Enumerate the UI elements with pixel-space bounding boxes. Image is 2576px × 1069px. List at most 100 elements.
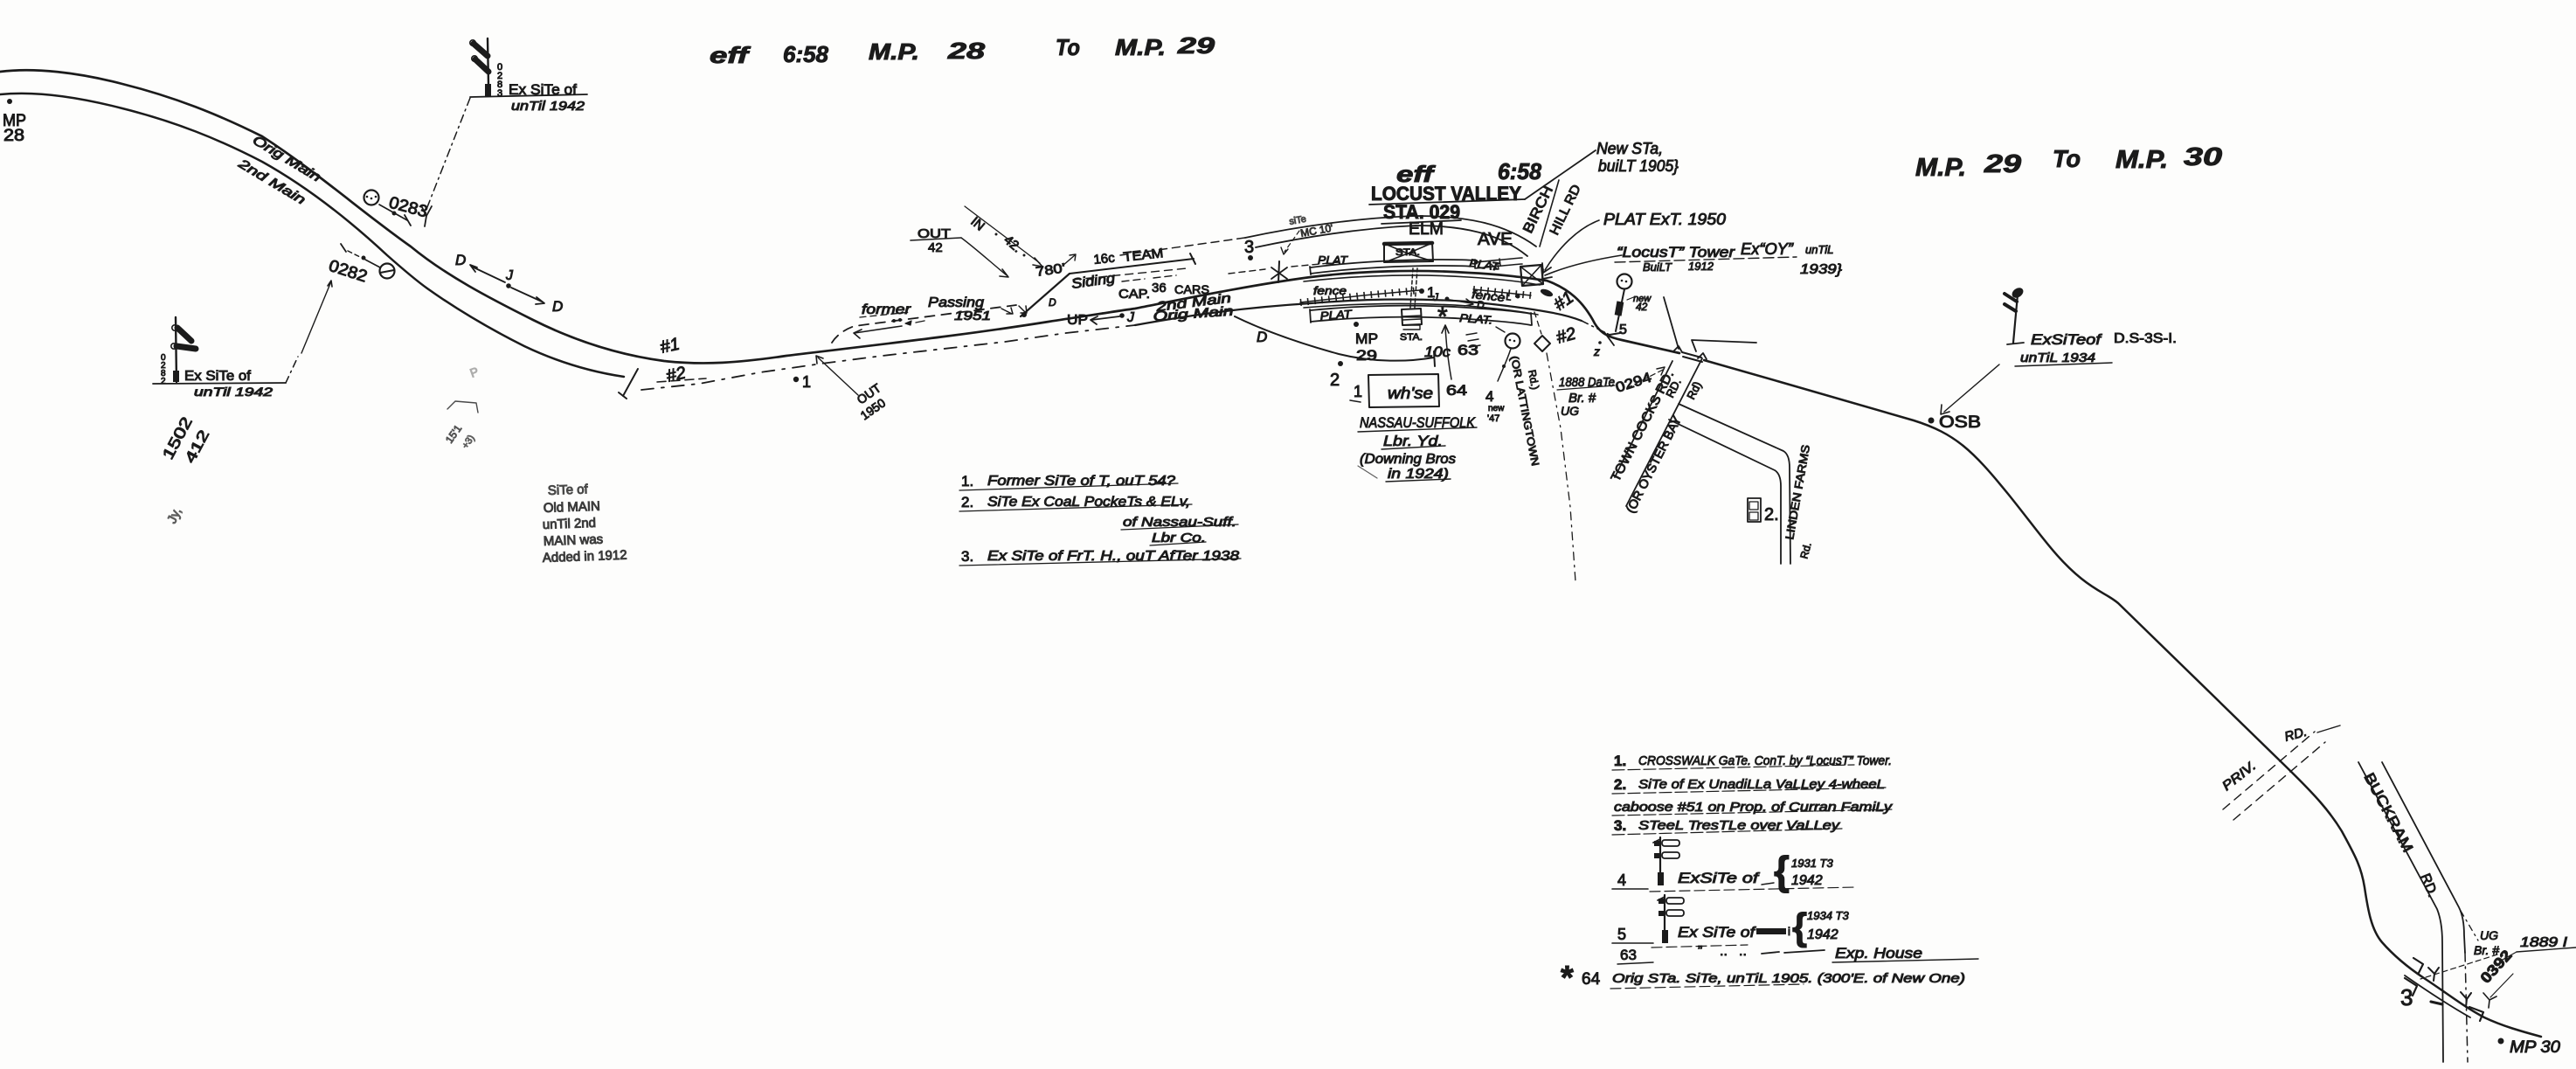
svg-text:3.: 3. — [961, 548, 973, 565]
svg-text:STA.: STA. — [1400, 332, 1423, 343]
svg-text:0283: 0283 — [497, 62, 502, 99]
svg-text:Lbr. Yd.: Lbr. Yd. — [1383, 433, 1443, 449]
svg-text:30: 30 — [2184, 143, 2222, 171]
svg-text:1: 1 — [1354, 383, 1362, 400]
svg-text:PLAT: PLAT — [1318, 253, 1348, 267]
svg-text:D: D — [552, 298, 563, 315]
svg-text:unTil 2nd: unTil 2nd — [543, 516, 597, 532]
svg-text:AVE: AVE — [1478, 230, 1513, 249]
svg-text:1942: 1942 — [1791, 873, 1823, 888]
svg-text:16c: 16c — [1093, 250, 1116, 267]
svg-text:1951: 1951 — [954, 309, 991, 323]
svg-text:unTiL: unTiL — [1805, 243, 1833, 256]
svg-text:fence: fence — [1313, 284, 1347, 297]
svg-text:#2: #2 — [664, 364, 687, 386]
svg-text:z: z — [1593, 344, 1600, 358]
svg-text:CAP.: CAP. — [1118, 287, 1150, 302]
svg-text:MP: MP — [3, 112, 26, 130]
svg-text:D: D — [455, 252, 466, 268]
svg-text:STeeL TresTLe over VaLLey: STeeL TresTLe over VaLLey — [1638, 818, 1841, 833]
svg-text:29: 29 — [1177, 32, 1215, 59]
svg-text:63: 63 — [1620, 947, 1637, 963]
svg-text:UG: UG — [2480, 928, 2498, 942]
svg-text:2: 2 — [1330, 371, 1340, 390]
svg-text:LOCUST VALLEY: LOCUST VALLEY — [1371, 183, 1521, 205]
svg-text:'47: '47 — [1487, 413, 1499, 424]
svg-text:29: 29 — [1356, 347, 1377, 364]
svg-text:Passing: Passing — [928, 295, 984, 310]
svg-text:1912: 1912 — [1688, 260, 1714, 273]
svg-text:L: L — [1506, 292, 1512, 303]
svg-text:unTil 1942: unTil 1942 — [511, 99, 585, 114]
svg-text:64: 64 — [1582, 970, 1601, 989]
svg-text:1931 T3: 1931 T3 — [1791, 857, 1833, 870]
svg-text:Lbr Co.: Lbr Co. — [1152, 531, 1206, 545]
svg-text:5: 5 — [1617, 926, 1626, 943]
svg-text:ELM: ELM — [1409, 219, 1444, 239]
svg-text:1889 I: 1889 I — [2520, 935, 2568, 950]
svg-text:ExSiTe of: ExSiTe of — [1678, 870, 1761, 886]
svg-text:MP: MP — [1355, 330, 1378, 347]
svg-text:{: { — [1792, 906, 1807, 948]
svg-text:63: 63 — [1458, 342, 1478, 358]
svg-text:Br. #: Br. # — [2474, 943, 2499, 957]
svg-text:1: 1 — [1427, 284, 1435, 301]
svg-text:1: 1 — [802, 373, 811, 391]
svg-text:#1: #1 — [658, 335, 681, 357]
svg-text:..: .. — [1739, 944, 1747, 959]
svg-text:J: J — [1432, 291, 1439, 303]
svg-text:29: 29 — [1984, 150, 2021, 178]
svg-text:UP: UP — [1067, 313, 1088, 328]
svg-text:..: .. — [1720, 944, 1728, 959]
svg-text:D: D — [1257, 329, 1267, 345]
svg-text:MP 30: MP 30 — [2510, 1038, 2560, 1057]
svg-text:4: 4 — [1617, 871, 1626, 889]
svg-text:3: 3 — [1244, 238, 1254, 257]
svg-text:M.P.: M.P. — [2116, 146, 2168, 174]
svg-text:former: former — [862, 302, 911, 317]
svg-text:Ex SiTe of: Ex SiTe of — [509, 81, 577, 98]
svg-text:To: To — [1056, 34, 1080, 60]
svg-text:PLAT ExT. 1950: PLAT ExT. 1950 — [1603, 211, 1726, 228]
svg-text:4: 4 — [1485, 388, 1493, 405]
svg-text:Rd.): Rd.) — [1526, 369, 1541, 391]
svg-text:J: J — [1126, 310, 1135, 325]
svg-text:42: 42 — [928, 240, 943, 255]
svg-text:BuiLT: BuiLT — [1643, 260, 1672, 274]
svg-text:28: 28 — [3, 127, 24, 145]
svg-text:new: new — [1633, 294, 1652, 304]
svg-text:(Downing Bros: (Downing Bros — [1360, 452, 1456, 467]
svg-text:{: { — [1774, 848, 1790, 893]
svg-text:Rd.: Rd. — [1797, 541, 1813, 560]
svg-text:2.: 2. — [1614, 776, 1626, 793]
svg-text:1939}: 1939} — [1800, 262, 1843, 277]
svg-text:SiTe of Ex UnadiLLa VaLLey 4-w: SiTe of Ex UnadiLLa VaLLey 4-wheeL — [1638, 777, 1885, 792]
svg-text:1.: 1. — [1614, 753, 1626, 769]
svg-text:28: 28 — [947, 38, 986, 64]
svg-text:Ex“OY”: Ex“OY” — [1741, 240, 1794, 258]
svg-text:D: D — [1049, 296, 1056, 309]
svg-text:J: J — [505, 268, 514, 283]
svg-text:1934 T3: 1934 T3 — [1807, 909, 1849, 922]
svg-text:1.: 1. — [961, 473, 973, 489]
svg-text:in 1924): in 1924) — [1388, 467, 1449, 482]
svg-text:OSB: OSB — [1939, 413, 1981, 432]
svg-text:Added in 1912: Added in 1912 — [543, 548, 627, 566]
svg-text:new: new — [1488, 404, 1505, 413]
svg-text:MAIN was: MAIN was — [544, 532, 604, 549]
svg-text:10c: 10c — [1424, 344, 1451, 360]
svg-text:STA.: STA. — [1395, 247, 1420, 258]
svg-text:PLAT.: PLAT. — [1459, 311, 1493, 327]
svg-text:eff: eff — [1396, 161, 1436, 187]
svg-text:i: i — [1788, 925, 1790, 938]
svg-text:CARS: CARS — [1174, 282, 1209, 296]
svg-text:Exp. House: Exp. House — [1835, 945, 1922, 961]
svg-text:5: 5 — [1619, 323, 1627, 337]
svg-text:0282: 0282 — [161, 353, 166, 386]
svg-text:780': 780' — [1035, 260, 1066, 280]
svg-text:Old MAIN: Old MAIN — [544, 499, 601, 516]
svg-text:D.S-3S-I.: D.S-3S-I. — [2114, 331, 2177, 346]
svg-text:3: 3 — [2400, 984, 2413, 1010]
svg-text:PLAT: PLAT — [1319, 307, 1353, 323]
svg-text:1942: 1942 — [1807, 927, 1839, 942]
